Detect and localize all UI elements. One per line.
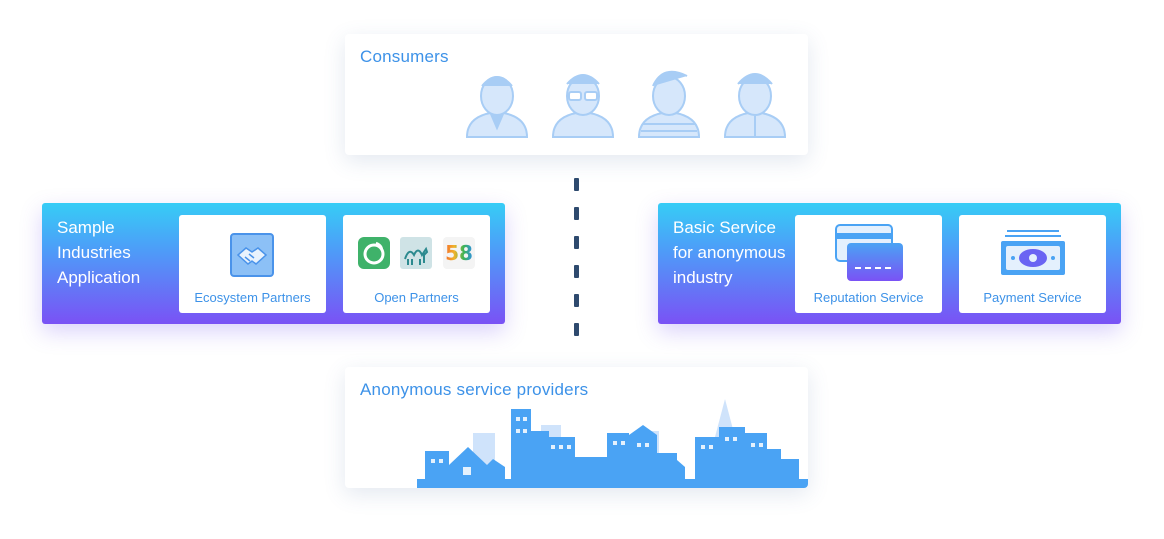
reputation-service-tile[interactable]: Reputation Service [795,215,942,313]
basic-service-panel: Basic Service for anonymous industry Rep… [658,203,1121,324]
person-striped-icon [637,70,701,138]
consumers-title: Consumers [360,47,449,66]
consumers-people-group [465,70,787,138]
credit-card-icon [835,224,903,281]
payment-service-label: Payment Service [983,290,1082,305]
open-partners-tile[interactable]: 58 Open Partners [343,215,490,313]
consumers-card: Consumers [345,34,808,155]
handshake-icon [230,233,274,277]
payment-service-tile[interactable]: Payment Service [959,215,1106,313]
basic-service-title: Basic Service for anonymous industry [673,218,786,287]
providers-card: Anonymous service providers [345,367,808,488]
banknote-icon [1001,230,1065,275]
camel-logo-icon [400,237,432,269]
industries-panel: Sample Industries Application Ecosystem … [42,203,505,324]
city-skyline-icon [417,399,808,488]
green-app-logo-icon [358,237,390,269]
person-glasses-icon [551,74,615,138]
open-partners-label: Open Partners [374,290,459,305]
person-suit-icon [465,76,529,138]
ecosystem-partners-tile[interactable]: Ecosystem Partners [179,215,326,313]
58-logo-text: 58 [445,241,473,265]
reputation-service-label: Reputation Service [813,290,924,305]
58-logo-icon: 58 [443,237,475,269]
ecosystem-partners-label: Ecosystem Partners [194,290,311,305]
providers-title: Anonymous service providers [360,380,589,399]
person-shirt-icon [723,73,787,138]
industries-title: Sample Industries Application [57,218,141,287]
